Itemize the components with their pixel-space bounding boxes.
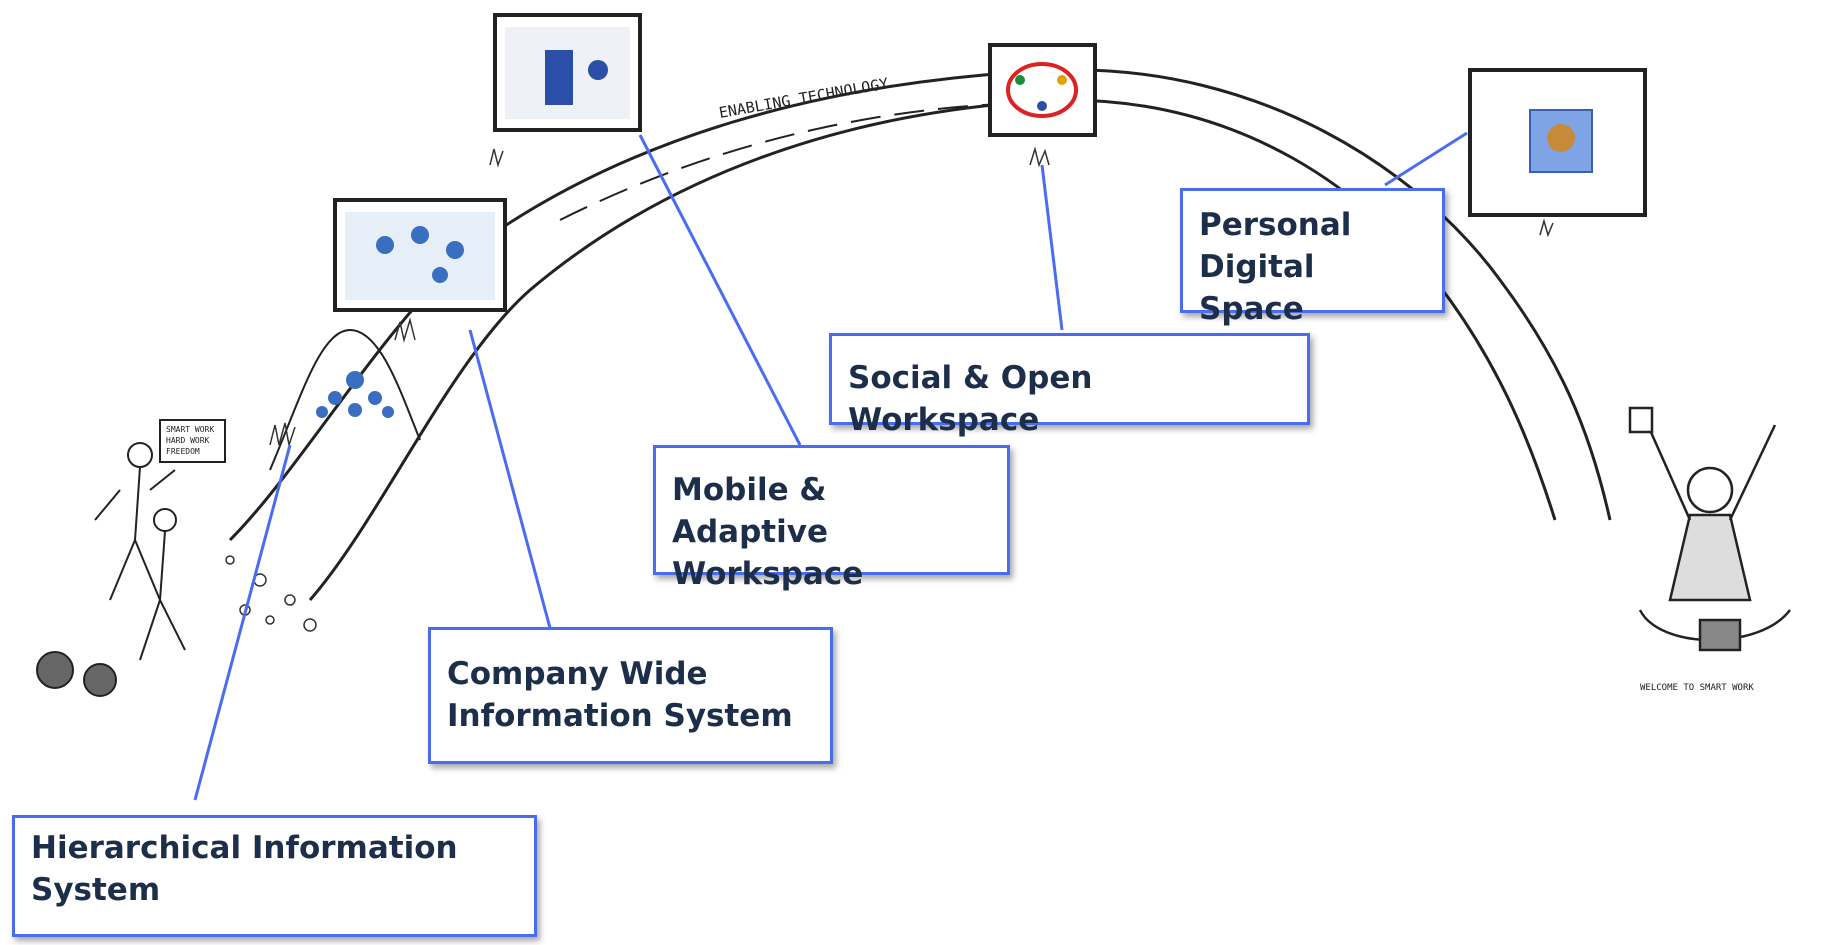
monitor-company-icon [333, 198, 507, 312]
monitor-mobile-icon [493, 13, 642, 132]
stage-hierarchical-box: Hierarchical Information System [12, 815, 537, 937]
stage-personal-line-1: Personal [1199, 207, 1352, 243]
grass [269, 146, 1554, 446]
sign: SMART WORK HARD WORK FREEDOM [166, 425, 214, 456]
road-label: ENABLING TECHNOLOGY [718, 74, 890, 122]
celebrating-figure-icon [1628, 406, 1791, 652]
stage-mobile-box: Mobile & Adaptive Workspace [653, 445, 1010, 592]
stage-social-line-1: Social & Open Workspace [848, 360, 1093, 438]
struggling-figures-icon [36, 419, 226, 697]
stage-hierarchical-line-1: Hierarchical Information [31, 830, 458, 866]
stage-company-wide-box: Company Wide Information System [428, 627, 833, 764]
stage-social-box: Social & Open Workspace [829, 333, 1310, 438]
figure-caption: WELCOME TO SMART WORK [1640, 683, 1754, 693]
people-cluster-icon [316, 371, 394, 418]
small-hill [269, 328, 421, 471]
monitor-personal-icon [1468, 68, 1647, 217]
stage-personal-box: Personal Digital Space [1180, 188, 1445, 327]
sign-line-3: FREEDOM [166, 447, 200, 456]
sign-line-1: SMART WORK [166, 425, 214, 434]
sign-line-2: HARD WORK [166, 436, 210, 445]
stage-mobile-line-2: Workspace [672, 555, 864, 592]
rocks [225, 555, 317, 632]
stage-mobile-line-1: Mobile & Adaptive [672, 472, 828, 550]
monitor-social-icon [988, 43, 1097, 137]
stage-personal-line-2: Digital Space [1199, 248, 1315, 327]
stage-hierarchical-line-2: System [31, 871, 161, 908]
stage-company-wide-line-2: Information System [447, 697, 793, 734]
connector-lines [193, 131, 1468, 801]
stage-company-wide-line-1: Company Wide [447, 656, 708, 692]
